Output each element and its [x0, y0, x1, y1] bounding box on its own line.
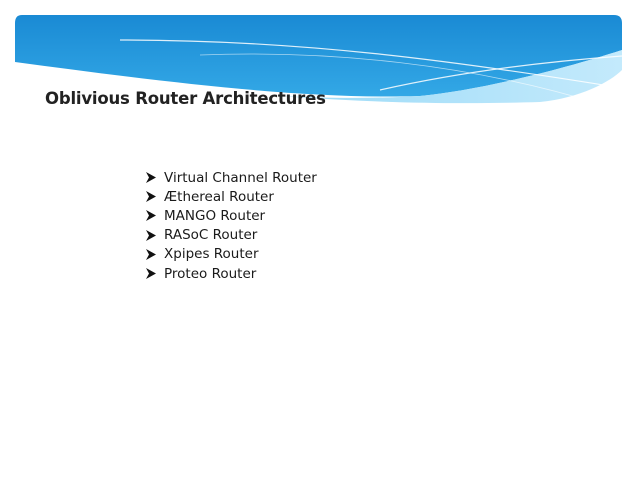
arrowhead-bullet-icon: [146, 191, 156, 203]
header-banner: [15, 15, 623, 105]
arrowhead-bullet-icon: [146, 229, 156, 241]
list-item: RASoC Router: [146, 226, 317, 245]
list-item-label: Xpipes Router: [164, 246, 259, 263]
list-item-label: RASoC Router: [164, 227, 258, 244]
arrowhead-bullet-icon: [146, 210, 156, 222]
list-item-label: Virtual Channel Router: [164, 169, 317, 186]
list-item: Proteo Router: [146, 264, 317, 283]
list-item: Virtual Channel Router: [146, 168, 317, 187]
list-item-label: Proteo Router: [164, 265, 257, 282]
arrowhead-bullet-icon: [146, 248, 156, 260]
swoosh-line-3: [199, 53, 601, 105]
list-item: MANGO Router: [146, 206, 317, 225]
list-item-label: Æthereal Router: [164, 188, 274, 205]
list-item: Æthereal Router: [146, 187, 317, 206]
banner-wave: [280, 50, 622, 104]
bullet-list: Virtual Channel Router Æthereal Router M…: [146, 168, 317, 283]
list-item: Xpipes Router: [146, 245, 317, 264]
swoosh-line-1: [119, 39, 623, 89]
list-item-label: MANGO Router: [164, 207, 266, 224]
swoosh-line-2: [379, 55, 623, 91]
arrowhead-bullet-icon: [146, 172, 156, 184]
slide-title: Oblivious Router Architectures: [45, 89, 326, 108]
arrowhead-bullet-icon: [146, 268, 156, 280]
